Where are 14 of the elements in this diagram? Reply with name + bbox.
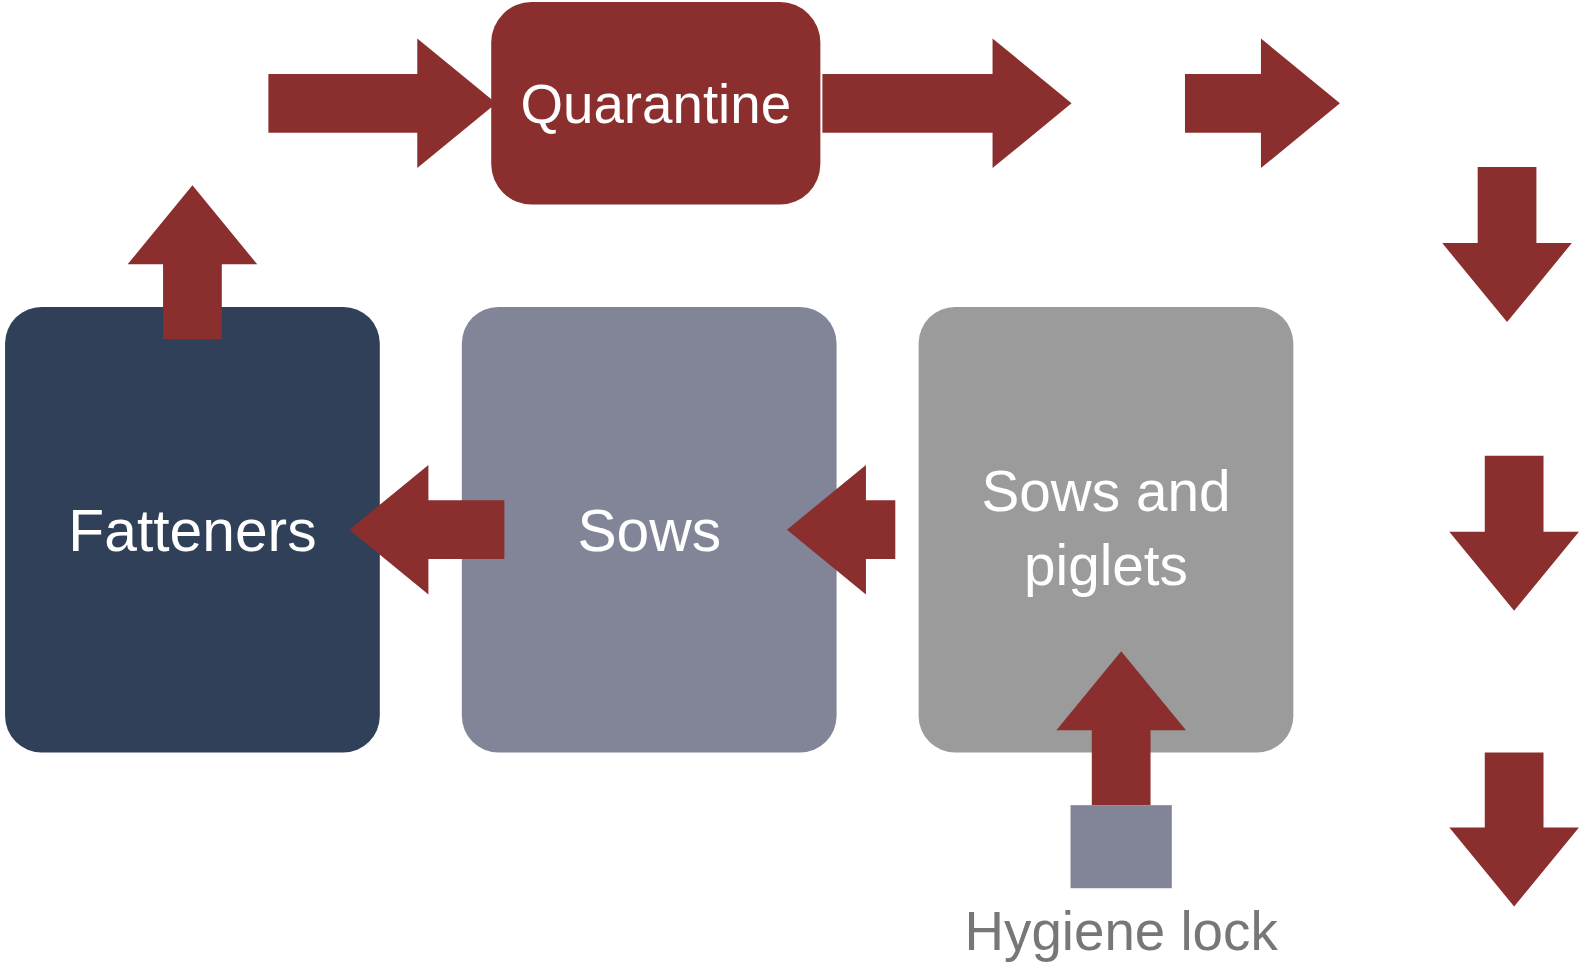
box-label: Sows and piglets bbox=[980, 459, 1232, 600]
block-arrow bbox=[786, 464, 896, 595]
block-arrow bbox=[127, 185, 258, 340]
block-arrow bbox=[349, 464, 505, 595]
box-label: Fatteners bbox=[67, 495, 318, 565]
box-label: Quarantine bbox=[519, 71, 793, 136]
box-label: Sows bbox=[576, 495, 722, 565]
process-box bbox=[918, 306, 1294, 753]
hygiene-lock-label: Hygiene lock bbox=[963, 899, 1279, 964]
process-box bbox=[461, 306, 837, 753]
block-arrow bbox=[1056, 651, 1186, 806]
block-arrow bbox=[822, 38, 1072, 169]
process-box bbox=[5, 306, 380, 753]
process-box bbox=[491, 2, 821, 205]
